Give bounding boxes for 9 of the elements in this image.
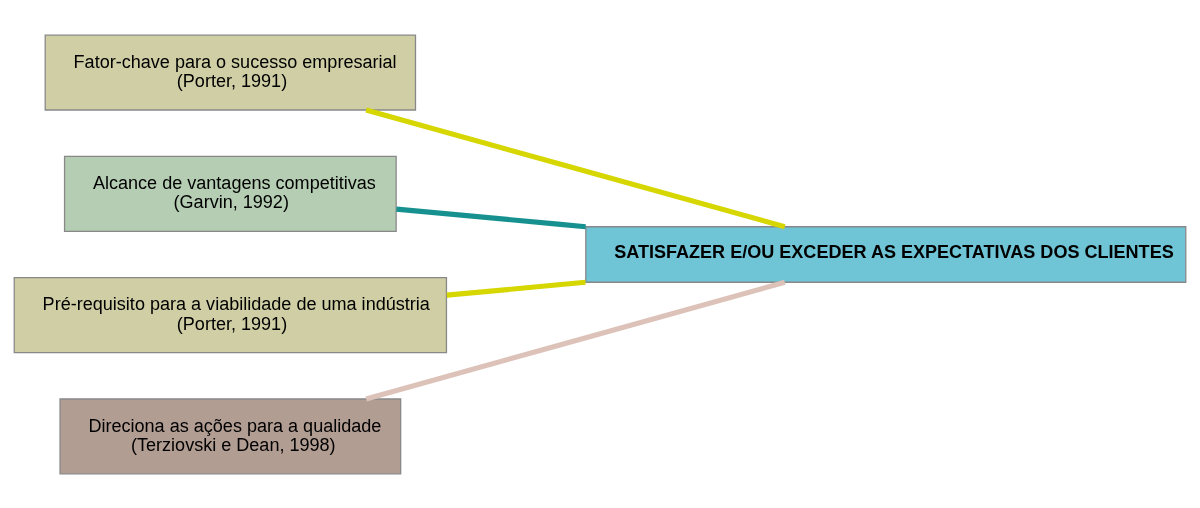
connector xyxy=(365,279,786,401)
connector xyxy=(396,206,586,229)
connector xyxy=(446,279,586,298)
node-box: Direciona as ações para a qualidade (Terziovski e Dean, 1998) xyxy=(59,397,402,474)
connector xyxy=(365,107,786,229)
node-box: Alcance de vantagens competitivas (Garvin, 1992) xyxy=(63,155,397,232)
node-box: SATISFAZER E/OU EXCEDER AS EXPECTATIVAS DOS CLIENTES xyxy=(585,225,1187,283)
node-box: Fator-chave para o sucesso empresarial (Porter, 1991) xyxy=(44,34,417,111)
node-box: Pré-requisito para a viabilidade de uma indústria (Porter, 1991) xyxy=(13,276,448,353)
